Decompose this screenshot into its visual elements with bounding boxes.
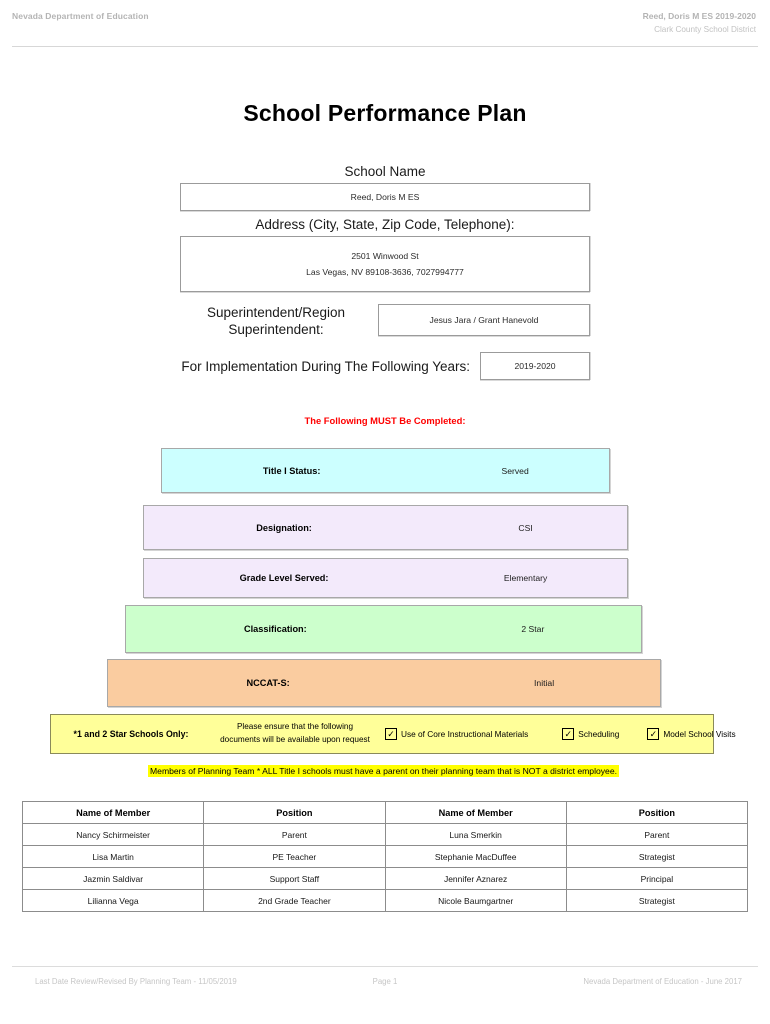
- documents-note-line-1: Please ensure that the following: [236, 722, 354, 732]
- status-bar-label: NCCAT-S:: [246, 678, 290, 688]
- table-row[interactable]: Nancy Schirmeister Parent Luna Smerkin P…: [21, 823, 749, 846]
- school-name-value: Reed, Doris M ES: [350, 191, 420, 202]
- superintendent-value: Jesus Jara / Grant Hanevold: [429, 314, 539, 325]
- table-row[interactable]: Jazmin Saldivar Support Staff Jennifer A…: [21, 867, 749, 890]
- member-position[interactable]: Parent: [203, 823, 386, 846]
- status-bar-label: Designation:: [256, 522, 312, 533]
- table-row[interactable]: Lilianna Vega 2nd Grade Teacher Nicole B…: [21, 889, 749, 912]
- member-position[interactable]: Parent: [565, 823, 749, 846]
- footer-source: Nevada Department of Education - June 20…: [583, 977, 742, 986]
- member-name[interactable]: Stephanie MacDuffee: [384, 845, 567, 868]
- planning-team-banner: Members of Planning Team * ALL Title I s…: [148, 765, 620, 777]
- checkbox-label: Scheduling: [578, 729, 620, 739]
- footer-page-number: Page 1: [372, 977, 398, 986]
- column-header-position-1: Position: [203, 801, 386, 824]
- member-position[interactable]: PE Teacher: [203, 845, 386, 868]
- table-header-row: Name of Member Position Name of Member P…: [21, 801, 749, 824]
- address-label: Address (City, State, Zip Code, Telephon…: [255, 217, 515, 232]
- implementation-years-value: 2019-2020: [514, 360, 556, 371]
- table-row[interactable]: Lisa Martin PE Teacher Stephanie MacDuff…: [21, 845, 749, 868]
- member-position[interactable]: Principal: [565, 867, 749, 890]
- required-documents-row: *1 and 2 Star Schools Only: Please ensur…: [50, 714, 736, 754]
- header-divider: [12, 46, 758, 47]
- status-bar-title-i[interactable]: Title I Status: Served: [161, 448, 610, 493]
- planning-team-table: Name of Member Position Name of Member P…: [21, 801, 749, 912]
- superintendent-label: Superintendent/Region Superintendent:: [180, 305, 372, 339]
- status-bar-grade-level[interactable]: Grade Level Served: Elementary: [143, 558, 628, 598]
- member-name[interactable]: Lilianna Vega: [21, 889, 205, 912]
- member-position[interactable]: 2nd Grade Teacher: [203, 889, 386, 912]
- school-name-field[interactable]: Reed, Doris M ES: [180, 183, 590, 211]
- header-agency-name: Nevada Department of Education: [12, 11, 149, 21]
- header-school-year: Reed, Doris M ES 2019-2020: [642, 11, 756, 21]
- checkbox-item-core-materials[interactable]: ✓ Use of Core Instructional Materials: [385, 728, 528, 740]
- member-position[interactable]: Support Staff: [203, 867, 386, 890]
- status-bar-value: Served: [501, 465, 529, 476]
- address-line-2: Las Vegas, NV 89108-3636, 7027994777: [306, 267, 464, 277]
- column-header-name-2: Name of Member: [384, 801, 567, 824]
- superintendent-label-line-2: Superintendent:: [228, 321, 324, 337]
- member-name[interactable]: Luna Smerkin: [384, 823, 567, 846]
- must-complete-notice: The Following MUST Be Completed:: [304, 415, 466, 426]
- status-bar-label: Title I Status:: [262, 465, 321, 476]
- footer-divider: [12, 966, 758, 967]
- member-position[interactable]: Strategist: [565, 889, 749, 912]
- column-header-position-2: Position: [565, 801, 749, 824]
- checkbox-item-model-school-visits[interactable]: ✓ Model School Visits: [647, 728, 736, 740]
- checkbox-item-scheduling[interactable]: ✓ Scheduling: [562, 728, 619, 740]
- status-bar-value: Initial: [534, 678, 555, 688]
- page-title: School Performance Plan: [243, 100, 527, 126]
- status-bar-nccat-s[interactable]: NCCAT-S: Initial: [107, 659, 661, 707]
- member-position[interactable]: Strategist: [565, 845, 749, 868]
- checkbox-label: Model School Visits: [663, 729, 736, 739]
- page-footer: Last Date Review/Revised By Planning Tea…: [0, 966, 770, 1006]
- member-name[interactable]: Nicole Baumgartner: [384, 889, 567, 912]
- superintendent-label-line-1: Superintendent/Region: [206, 305, 346, 320]
- status-bar-label: Grade Level Served:: [239, 573, 329, 583]
- status-bar-value: CSI: [518, 522, 533, 533]
- header-district-name: Clark County School District: [654, 25, 756, 34]
- school-name-label: School Name: [344, 164, 426, 179]
- checkmark-icon[interactable]: ✓: [647, 728, 660, 740]
- page-header: Nevada Department of Education Reed, Dor…: [0, 0, 770, 50]
- implementation-years-field[interactable]: 2019-2020: [480, 352, 590, 380]
- star-schools-label: *1 and 2 Star Schools Only:: [73, 729, 189, 739]
- column-header-name-1: Name of Member: [21, 801, 205, 824]
- status-bar-designation[interactable]: Designation: CSI: [143, 505, 628, 550]
- member-name[interactable]: Lisa Martin: [21, 845, 205, 868]
- address-field[interactable]: 2501 Winwood St Las Vegas, NV 89108-3636…: [180, 236, 590, 292]
- superintendent-field[interactable]: Jesus Jara / Grant Hanevold: [378, 304, 590, 336]
- footer-last-revised: Last Date Review/Revised By Planning Tea…: [35, 977, 237, 986]
- documents-note-line-2: documents will be available upon request: [220, 735, 370, 744]
- checkmark-icon[interactable]: ✓: [385, 728, 397, 740]
- member-name[interactable]: Jennifer Aznarez: [384, 867, 567, 890]
- checkmark-icon[interactable]: ✓: [562, 728, 575, 740]
- documents-note: Please ensure that the following documen…: [211, 721, 379, 746]
- member-name[interactable]: Jazmin Saldivar: [21, 867, 205, 890]
- status-bar-classification[interactable]: Classification: 2 Star: [125, 605, 642, 653]
- status-bar-label: Classification:: [243, 624, 307, 634]
- checkbox-label: Use of Core Instructional Materials: [401, 729, 529, 739]
- status-bar-value: Elementary: [503, 573, 548, 583]
- address-line-1: 2501 Winwood St: [351, 250, 419, 261]
- implementation-years-label: For Implementation During The Following …: [181, 359, 470, 374]
- status-bar-value: 2 Star: [521, 624, 545, 634]
- member-name[interactable]: Nancy Schirmeister: [21, 823, 205, 846]
